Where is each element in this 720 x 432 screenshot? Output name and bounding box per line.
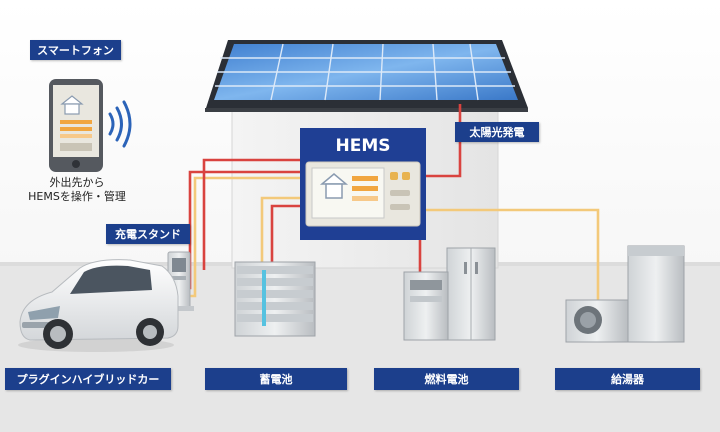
remote-caption-line-2: HEMSを操作・管理 bbox=[28, 190, 126, 203]
storage-battery bbox=[234, 261, 316, 337]
plugin-hybrid-label: プラグインハイブリッドカー bbox=[5, 368, 171, 390]
water-heater-label: 給湯器 bbox=[555, 368, 700, 390]
smartphone bbox=[49, 79, 103, 172]
charging-stand-label: 充電スタンド bbox=[106, 224, 190, 244]
remote-caption-line-1: 外出先から bbox=[49, 176, 105, 189]
fuel-cell bbox=[403, 247, 496, 341]
plugin-hybrid-car bbox=[18, 259, 179, 352]
hems-panel bbox=[300, 128, 426, 240]
storage-battery-label: 蓄電池 bbox=[205, 368, 347, 390]
solar-label: 太陽光発電 bbox=[455, 122, 539, 142]
remote-control-caption: 外出先から HEMSを操作・管理 bbox=[18, 176, 136, 204]
wifi-signal-icon bbox=[108, 100, 132, 148]
fuel-cell-label: 燃料電池 bbox=[374, 368, 519, 390]
solar-panel-icon bbox=[205, 40, 528, 112]
smartphone-label: スマートフォン bbox=[30, 40, 121, 60]
house-icon bbox=[319, 173, 349, 199]
water-heater bbox=[565, 245, 685, 343]
hems-title: HEMS bbox=[335, 136, 391, 156]
